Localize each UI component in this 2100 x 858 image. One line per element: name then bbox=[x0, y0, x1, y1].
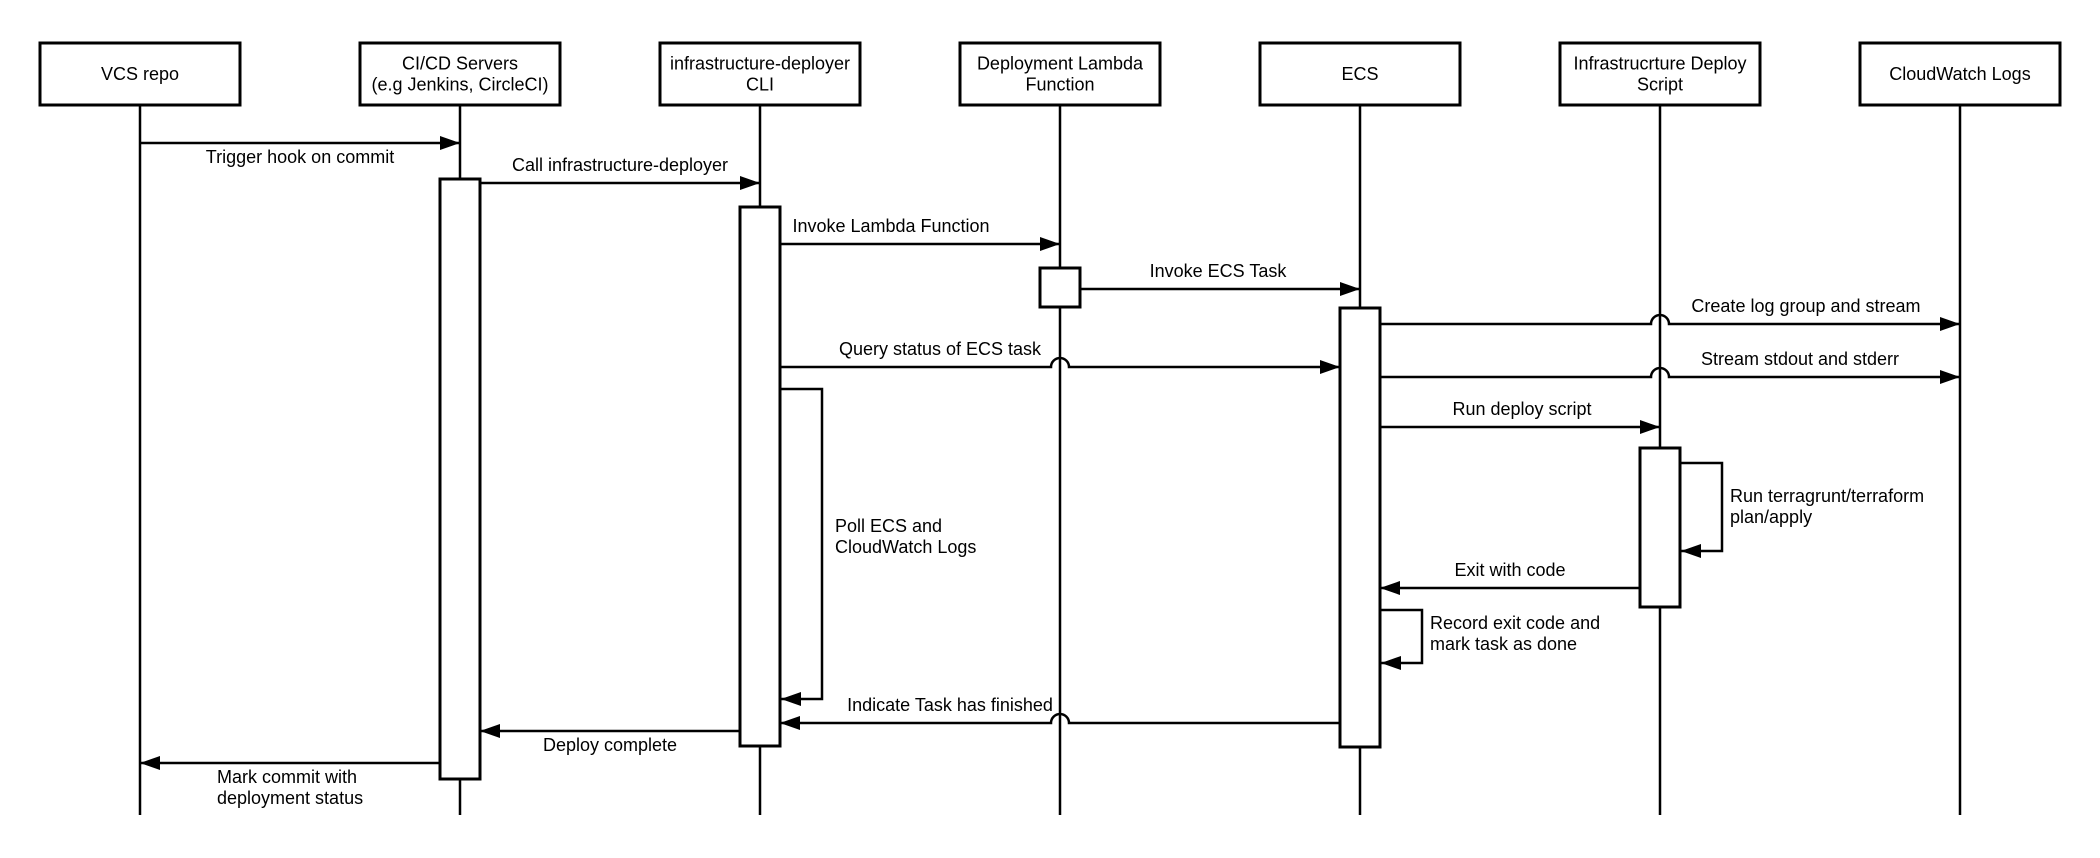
message-label-cli-to-cicd: Deploy complete bbox=[543, 735, 677, 755]
participant-label-line: ECS bbox=[1341, 64, 1378, 84]
message-arrow-cli-to-ecs bbox=[780, 356, 1340, 374]
selfloop-label-line: CloudWatch Logs bbox=[835, 537, 976, 557]
participant-label-line: Function bbox=[1025, 75, 1094, 95]
message-label-line: Mark commit with bbox=[217, 767, 357, 787]
participant-box-ecs bbox=[1258, 41, 1462, 107]
message-label-line: Call infrastructure-deployer bbox=[512, 155, 728, 175]
selfloop-label-line: plan/apply bbox=[1730, 507, 1812, 527]
selfloop-path-script bbox=[1680, 461, 1724, 558]
message-arrow-ecs-to-cw bbox=[1380, 313, 1960, 331]
participant-label-line: Deployment Lambda bbox=[977, 54, 1144, 74]
activation-bar-lambda bbox=[1038, 266, 1082, 309]
message-label-vcs-to-cicd: Trigger hook on commit bbox=[206, 147, 394, 167]
selfloop-label-line: Poll ECS and bbox=[835, 516, 942, 536]
message-label-script-to-ecs: Exit with code bbox=[1454, 560, 1565, 580]
message-arrow-ecs-to-cw bbox=[1380, 366, 1960, 384]
message-label-line: deployment status bbox=[217, 788, 363, 808]
participant-label-line: infrastructure-deployer bbox=[670, 54, 850, 74]
message-label-line: Invoke ECS Task bbox=[1150, 261, 1288, 281]
message-label-line: Invoke Lambda Function bbox=[792, 216, 989, 236]
selfloop-path-ecs bbox=[1380, 608, 1424, 670]
participant-box-cicd bbox=[358, 41, 562, 107]
participant-box-cw bbox=[1858, 41, 2062, 107]
message-label-line: Stream stdout and stderr bbox=[1701, 349, 1899, 369]
message-label-line: Indicate Task has finished bbox=[847, 695, 1053, 715]
activation-bar-cli bbox=[738, 205, 782, 748]
message-label-ecs-to-cw: Stream stdout and stderr bbox=[1701, 349, 1899, 369]
selfloop-label-line: Record exit code and bbox=[1430, 613, 1600, 633]
message-label-line: Trigger hook on commit bbox=[206, 147, 394, 167]
message-label-cli-to-lambda: Invoke Lambda Function bbox=[792, 216, 989, 236]
message-label-line: Deploy complete bbox=[543, 735, 677, 755]
participant-label-line: CloudWatch Logs bbox=[1889, 64, 2030, 84]
participant-box-script bbox=[1558, 41, 1762, 107]
participant-label-cw: CloudWatch Logs bbox=[1889, 64, 2030, 84]
activation-bar-script bbox=[1638, 446, 1682, 609]
selfloop-path-cli bbox=[780, 387, 824, 706]
participant-box-cli bbox=[658, 41, 862, 107]
participant-label-line: (e.g Jenkins, CircleCI) bbox=[371, 75, 548, 95]
message-label-line: Query status of ECS task bbox=[839, 339, 1042, 359]
participant-box-vcs bbox=[38, 41, 242, 107]
participant-label-line: Script bbox=[1637, 75, 1683, 95]
activation-bar-ecs bbox=[1338, 306, 1382, 749]
message-label-line: Create log group and stream bbox=[1691, 296, 1920, 316]
participant-box-lambda bbox=[958, 41, 1162, 107]
selfloop-label-line: Run terragrunt/terraform bbox=[1730, 486, 1924, 506]
participant-label-cicd: CI/CD Servers(e.g Jenkins, CircleCI) bbox=[371, 54, 548, 95]
message-label-ecs-to-cw: Create log group and stream bbox=[1691, 296, 1920, 316]
participant-label-vcs: VCS repo bbox=[101, 64, 179, 84]
participant-label-line: VCS repo bbox=[101, 64, 179, 84]
participant-label-line: Infrastrucrture Deploy bbox=[1573, 54, 1746, 74]
message-label-line: Exit with code bbox=[1454, 560, 1565, 580]
message-label-cli-to-ecs: Query status of ECS task bbox=[839, 339, 1042, 359]
participant-label-ecs: ECS bbox=[1341, 64, 1378, 84]
participant-label-line: CLI bbox=[746, 75, 774, 95]
participant-label-line: CI/CD Servers bbox=[402, 54, 518, 74]
message-label-ecs-to-cli: Indicate Task has finished bbox=[847, 695, 1053, 715]
message-label-cicd-to-cli: Call infrastructure-deployer bbox=[512, 155, 728, 175]
message-label-line: Run deploy script bbox=[1452, 399, 1591, 419]
selfloop-label-line: mark task as done bbox=[1430, 634, 1577, 654]
message-label-lambda-to-ecs: Invoke ECS Task bbox=[1150, 261, 1288, 281]
message-label-ecs-to-script: Run deploy script bbox=[1452, 399, 1591, 419]
activation-bar-cicd bbox=[438, 177, 482, 781]
message-arrow-ecs-to-cli bbox=[780, 712, 1340, 730]
